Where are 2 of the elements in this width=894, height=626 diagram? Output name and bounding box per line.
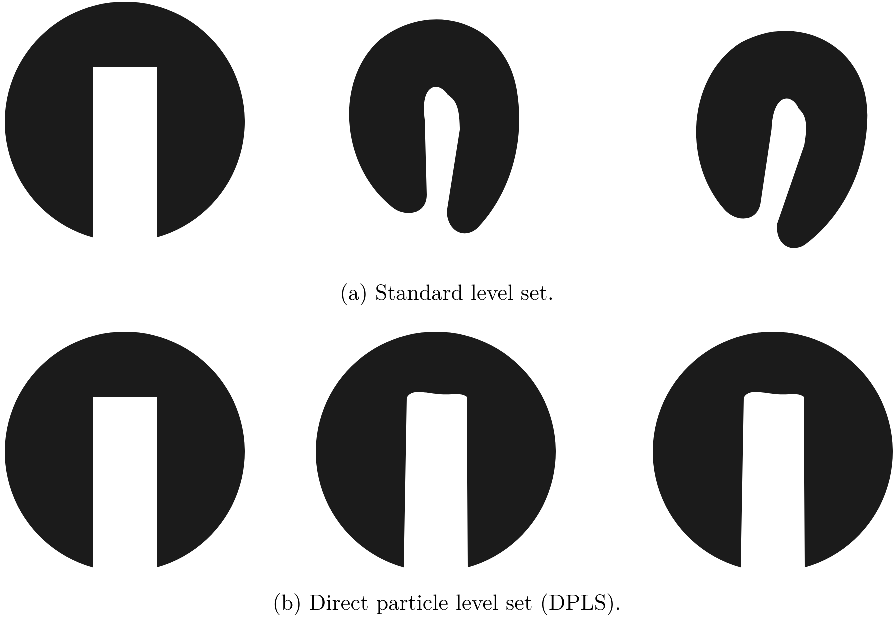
- figure-caption: (a) Standard level set.: [340, 276, 554, 307]
- figure-caption: (b) Direct particle level set (DPLS).: [272, 586, 622, 617]
